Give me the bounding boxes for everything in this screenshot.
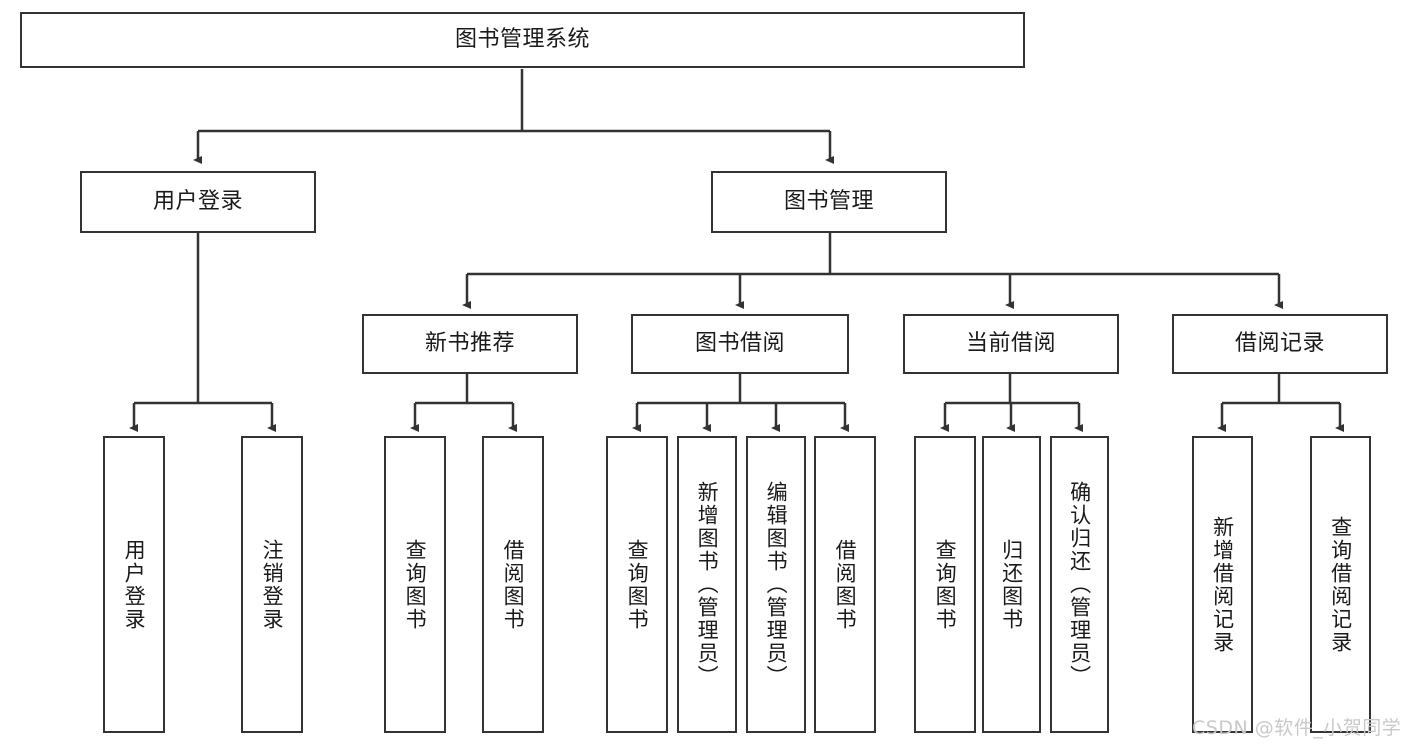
node-leaf-borrow-book-2-label: 借阅图书	[833, 538, 858, 631]
node-leaf-query-book-2[interactable]: 查询图书	[606, 436, 668, 733]
node-leaf-confirm-return[interactable]: 确认归还（管理员）	[1050, 436, 1109, 733]
node-new-book-recommend-label: 新书推荐	[424, 330, 515, 356]
node-borrow-record-label: 借阅记录	[1234, 330, 1325, 356]
node-root[interactable]: 图书管理系统	[20, 12, 1025, 68]
node-book-management-label: 图书管理	[783, 188, 874, 214]
node-current-borrow-label: 当前借阅	[965, 330, 1056, 356]
node-root-label: 图书管理系统	[454, 26, 590, 52]
csdn-watermark: CSDN @软件_小贺同学	[1192, 717, 1402, 739]
node-leaf-return-book-label: 归还图书	[999, 538, 1024, 631]
node-leaf-confirm-return-label: 确认归还（管理员）	[1067, 481, 1092, 688]
node-leaf-add-record-label: 新增借阅记录	[1210, 515, 1235, 654]
node-new-book-recommend[interactable]: 新书推荐	[362, 314, 578, 374]
node-leaf-add-book[interactable]: 新增图书（管理员）	[677, 436, 737, 733]
node-leaf-query-record-label: 查询借阅记录	[1328, 515, 1353, 654]
node-leaf-borrow-book-1[interactable]: 借阅图书	[482, 436, 544, 733]
node-borrow-record[interactable]: 借阅记录	[1172, 314, 1388, 374]
node-leaf-user-login-label: 用户登录	[122, 538, 147, 631]
node-book-borrow-label: 图书借阅	[694, 330, 785, 356]
node-leaf-return-book[interactable]: 归还图书	[982, 436, 1041, 733]
node-user-login[interactable]: 用户登录	[80, 171, 316, 233]
node-leaf-user-login[interactable]: 用户登录	[103, 436, 165, 733]
node-current-borrow[interactable]: 当前借阅	[903, 314, 1119, 374]
node-leaf-edit-book[interactable]: 编辑图书（管理员）	[746, 436, 806, 733]
node-user-login-label: 用户登录	[152, 188, 243, 214]
node-leaf-add-book-label: 新增图书（管理员）	[695, 481, 720, 688]
node-book-management[interactable]: 图书管理	[711, 171, 947, 233]
node-leaf-query-book-3[interactable]: 查询图书	[914, 436, 976, 733]
node-leaf-user-logout-label: 注销登录	[260, 538, 285, 631]
node-leaf-borrow-book-2[interactable]: 借阅图书	[814, 436, 876, 733]
node-leaf-borrow-book-1-label: 借阅图书	[501, 538, 526, 631]
node-leaf-edit-book-label: 编辑图书（管理员）	[764, 481, 789, 688]
node-leaf-add-record[interactable]: 新增借阅记录	[1192, 436, 1253, 733]
node-leaf-query-book-3-label: 查询图书	[933, 538, 958, 631]
node-book-borrow[interactable]: 图书借阅	[631, 314, 849, 374]
node-leaf-query-book-1[interactable]: 查询图书	[384, 436, 446, 733]
node-leaf-query-book-1-label: 查询图书	[403, 538, 428, 631]
node-leaf-user-logout[interactable]: 注销登录	[241, 436, 303, 733]
node-leaf-query-record[interactable]: 查询借阅记录	[1310, 436, 1371, 733]
node-leaf-query-book-2-label: 查询图书	[625, 538, 650, 631]
